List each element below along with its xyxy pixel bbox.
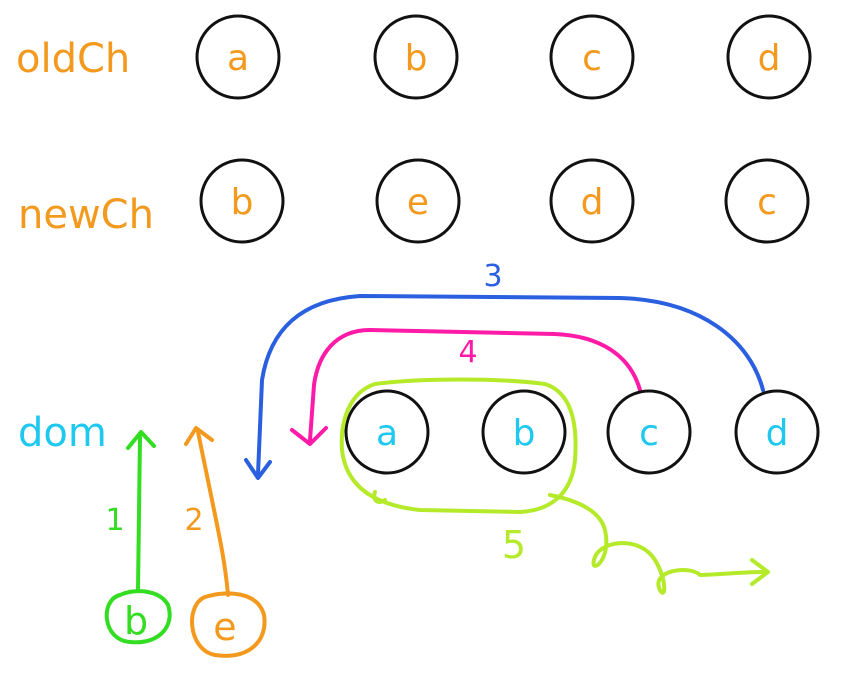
inserted-e-circle: [190, 591, 267, 658]
step2-label: 2: [184, 503, 203, 538]
dom-node-circle: [606, 389, 692, 475]
oldch-node-letter: a: [227, 38, 249, 79]
step3-move-arrow: [256, 294, 765, 476]
oldch-node-circle: [549, 14, 635, 100]
newch-node-letter: c: [757, 182, 777, 223]
step4-move-arrow: [308, 328, 642, 442]
oldch-node-circle: [726, 14, 812, 100]
row-label-oldch: oldCh: [16, 36, 130, 82]
dom-node-circle: [734, 389, 820, 475]
step3-label: 3: [483, 259, 502, 294]
step3-arrowhead: [244, 458, 272, 480]
step5-tick: [372, 490, 387, 504]
oldch-node-letter: b: [405, 38, 428, 79]
step5-arrowhead: [750, 558, 770, 586]
oldch-node-letter: c: [582, 38, 602, 79]
oldch-node-circle: [195, 14, 281, 100]
step1-label: 1: [105, 503, 124, 538]
newch-node-circle: [724, 158, 810, 244]
newch-node-circle: [549, 158, 635, 244]
newch-node-letter: d: [581, 182, 604, 223]
inserted-b-letter: b: [124, 599, 148, 643]
dom-node-circle: [481, 389, 567, 475]
oldch-node-circle: [373, 14, 459, 100]
newch-node-circle: [375, 158, 461, 244]
newch-node-letter: b: [231, 182, 254, 223]
newch-node-letter: e: [407, 182, 429, 223]
step5-remove-squiggle: [548, 493, 767, 595]
dom-node-letter: b: [513, 413, 536, 454]
step1-insert-arrow: [136, 434, 142, 592]
dom-node-letter: c: [639, 413, 659, 454]
dom-node-letter: d: [766, 413, 789, 454]
step1-arrowhead: [126, 430, 156, 450]
step5-selection-loop: [339, 377, 578, 514]
inserted-b-circle: [104, 589, 172, 645]
row-label-newch: newCh: [18, 192, 154, 238]
row-label-dom: dom: [18, 410, 107, 456]
step5-label: 5: [502, 523, 526, 567]
inserted-e-letter: e: [213, 605, 236, 649]
step4-arrowhead: [290, 426, 328, 446]
newch-node-circle: [199, 158, 285, 244]
oldch-node-letter: d: [758, 38, 781, 79]
step2-insert-arrow: [196, 430, 230, 597]
dom-node-letter: a: [376, 413, 398, 454]
step4-label: 4: [458, 335, 477, 370]
dom-node-circle: [344, 389, 430, 475]
step2-arrowhead: [184, 426, 214, 446]
